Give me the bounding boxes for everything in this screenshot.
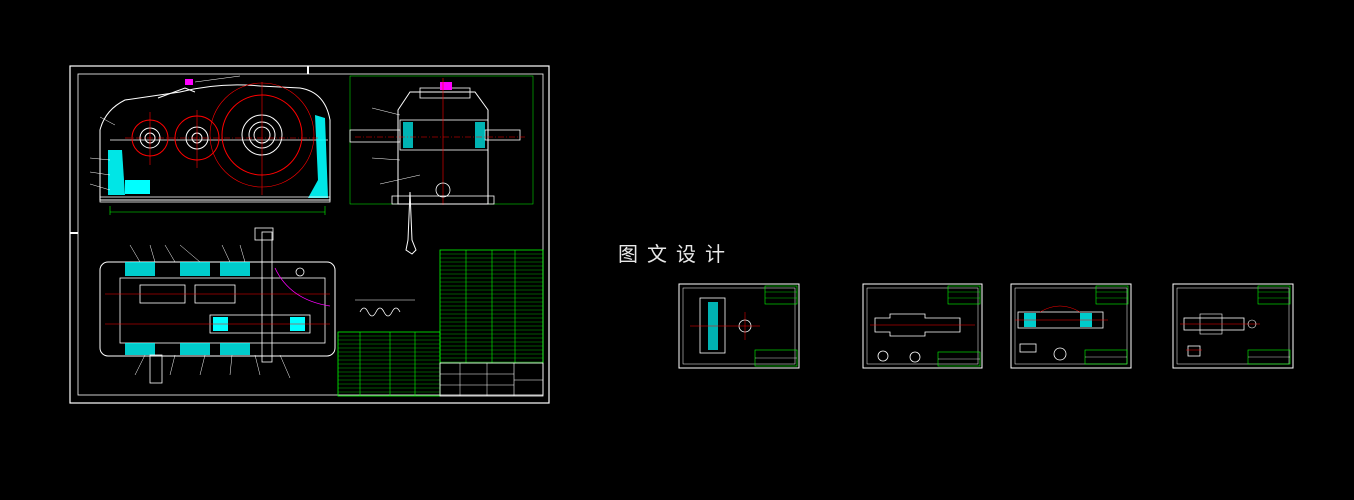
sheet-inner-frame	[77, 73, 544, 396]
caption-title: 图文设计	[618, 242, 734, 266]
thumb-shaft-drawing-2[interactable]	[862, 283, 983, 369]
parts-list-left	[337, 331, 441, 397]
reducer-assembly-drawing	[69, 65, 550, 404]
front-view	[89, 75, 331, 215]
top-view	[99, 227, 336, 384]
title-block	[439, 362, 544, 397]
parts-list-right	[439, 249, 544, 364]
spring-detail	[355, 299, 415, 317]
thumb-shaft-drawing-1[interactable]	[678, 283, 800, 369]
side-view	[349, 75, 534, 255]
thumb-gear-shaft-drawing[interactable]	[1010, 283, 1132, 369]
sheet-border	[69, 65, 550, 404]
thumb-shaft-drawing-3[interactable]	[1172, 283, 1294, 369]
